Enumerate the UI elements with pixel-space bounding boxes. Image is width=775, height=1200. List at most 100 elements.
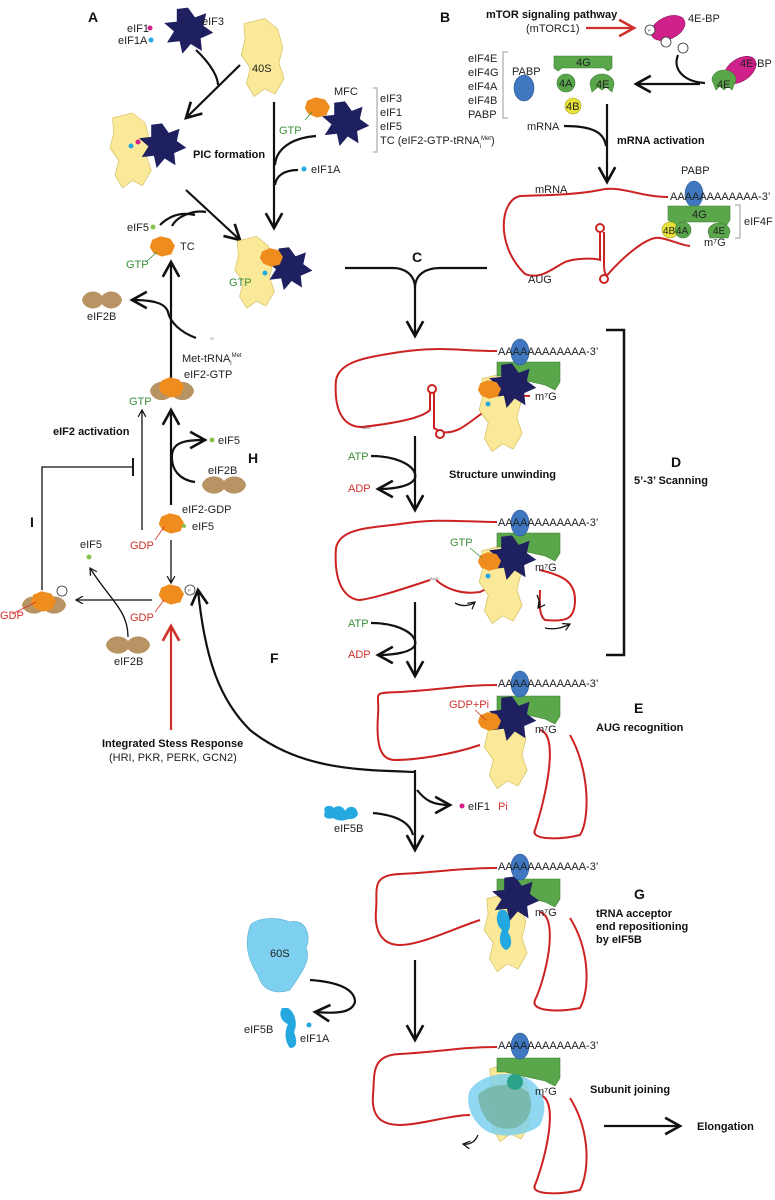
i-eif5-label: eIF5 — [80, 539, 102, 551]
tc-eif2-icon — [149, 236, 175, 257]
scan1-polya-label: AAAAAAAAAAAA-3’ — [498, 346, 598, 358]
scanning-complex-2: AUG GTP AAAAAAAAAAAA-3’ m⁷G — [334, 509, 598, 631]
ribosome-40s-icon — [240, 17, 285, 98]
eif3-label: eIF3 — [202, 16, 224, 28]
sequestered-gdp-label: GDP — [0, 610, 24, 622]
arrow-c-right — [413, 266, 487, 289]
arrow-eif5-release — [170, 430, 208, 484]
final-cap-label: m⁷G — [535, 1086, 557, 1098]
eif5b-release-label: eIF5B — [244, 1024, 273, 1036]
4e-bound-cap-label: 4E — [713, 226, 726, 237]
factor-list-item: eIF4B — [468, 95, 497, 107]
eif1a-label: eIF1A — [118, 35, 148, 47]
ribosome-60s-icon — [246, 918, 309, 993]
panel-f: F eIF1 Pi eIF5B — [190, 587, 508, 853]
eif2b-label: eIF2B — [208, 465, 237, 477]
structure-unwinding-label: Structure unwinding — [449, 469, 556, 481]
scanning-label: 5’-3’ Scanning — [634, 475, 708, 487]
scan1-aug-label: AUG — [362, 425, 371, 430]
final-80s-overlap — [478, 1084, 532, 1129]
mrna-strand — [502, 187, 669, 277]
eif5-release-dot — [209, 437, 215, 443]
scanning-bracket — [606, 328, 626, 657]
scan2-mrna — [334, 519, 498, 602]
scan1-hairpin-top — [427, 384, 437, 394]
factor-list-item: eIF4A — [468, 81, 498, 93]
phospho-icon — [660, 36, 672, 48]
panel-i: I GDP eIF5 eIF2B — [0, 457, 152, 668]
eif2-gdp-eif5-dot — [182, 524, 186, 528]
stress-response-label: Integrated Stess Response — [102, 738, 243, 750]
pic-eif1-dot — [135, 139, 141, 145]
scan1-mrna — [334, 348, 498, 429]
eif5-label: eIF5 — [127, 222, 149, 234]
e-mrna-3prime — [533, 729, 588, 840]
4ebp-top-label: 4E-BP — [688, 13, 720, 25]
eif1a-release-label: eIF1A — [300, 1033, 330, 1045]
mrna-label: mRNA — [535, 184, 568, 196]
met-trna-icon: ⌇⌇ — [210, 336, 214, 341]
panel-letter-a: A — [88, 9, 98, 25]
phospho-label: P — [648, 28, 651, 33]
mfc-eif2-icon — [304, 97, 330, 118]
met-trna-label: Met-tRNAiMet — [182, 353, 242, 367]
scan1-cap-label: m⁷G — [535, 391, 557, 403]
e-gdp-pi-label: GDP+Pi — [449, 699, 489, 711]
mtorc1-label: (mTORC1) — [526, 23, 580, 35]
atp2-label: ATP — [348, 618, 369, 630]
eif2-gdp-eif5-label: eIF5 — [192, 521, 214, 533]
scan2-polya-label: AAAAAAAAAAAA-3’ — [498, 517, 598, 529]
g-mrna — [374, 867, 498, 947]
arrow-eif5-join — [159, 212, 196, 226]
mfc-bracket — [373, 87, 378, 153]
factor-bracket — [502, 51, 508, 119]
pic-formation-label: PIC formation — [193, 149, 265, 161]
ribosome-60s-label: 60S — [270, 948, 290, 960]
arrow-c-left — [345, 266, 417, 289]
tc-gtp-pointer — [145, 251, 158, 263]
eif2-gdp-icon — [158, 513, 184, 534]
4e-free-label: 4E — [596, 79, 609, 91]
panel-a: A eIF1 eIF1A eIF3 40S PIC formation MFC … — [88, 7, 495, 309]
e-cap-label: m⁷G — [535, 724, 557, 736]
scan2-mrna-3prime — [538, 569, 577, 622]
eif5-dot — [150, 224, 156, 230]
4e-bound-icon — [711, 69, 737, 91]
factor-list-item: eIF4E — [468, 53, 497, 65]
sequestered-gdp-pointer — [11, 601, 37, 615]
panel-letter-c: C — [412, 249, 422, 265]
eif3-icon — [164, 7, 214, 54]
scan2-aug-label: AUG — [430, 576, 439, 581]
scan2-gtp-pointer — [469, 547, 483, 559]
4ebp-bound-label: 4E-BP — [740, 58, 772, 70]
mfc-gtp-pointer — [304, 111, 313, 121]
4g-bound-label: 4G — [692, 209, 707, 221]
4e-free-icon — [589, 73, 615, 93]
mfc-list-item: eIF3 — [380, 93, 402, 105]
eif1-release-label: eIF1 — [468, 801, 490, 813]
4b-free-icon — [564, 97, 582, 115]
eif5b-label: eIF5B — [334, 823, 363, 835]
g-title-line: by eIF5B — [596, 934, 642, 946]
eif2-gtp-label: eIF2-GTP — [184, 369, 232, 381]
eif5-release-label: eIF5 — [218, 435, 240, 447]
panel-b: B mTOR signaling pathway (mTORC1) 4E-BP … — [440, 9, 773, 286]
eif1a-dot — [148, 37, 154, 43]
eif2b-top-label: eIF2B — [87, 311, 116, 323]
panel-letter-i: I — [30, 514, 34, 530]
eif4f-bracket — [735, 204, 741, 239]
final-mrna — [371, 1046, 498, 1127]
arrow-i-eif5-release — [89, 566, 129, 638]
arrow-eif3-to-pic — [195, 49, 220, 86]
final-mrna-3prime — [533, 1094, 588, 1195]
scanning-complex-1: AUG AAAAAAAAAAAA-3’ m⁷G — [334, 338, 598, 453]
complex-43s-40s-icon — [234, 235, 275, 309]
g-polya-label: AAAAAAAAAAAA-3’ — [498, 861, 598, 873]
panel-e: GDP+Pi AAAAAAAAAAAA-3’ m⁷G E AUG recogni… — [376, 670, 684, 840]
mfc-list-item: eIF5 — [380, 121, 402, 133]
panel-letter-e: E — [634, 700, 643, 716]
aug-label: AUG — [528, 274, 552, 286]
gdp-p-pointer — [154, 599, 165, 613]
panel-letter-g: G — [634, 886, 645, 902]
mtor-label: mTOR signaling pathway — [486, 9, 618, 21]
